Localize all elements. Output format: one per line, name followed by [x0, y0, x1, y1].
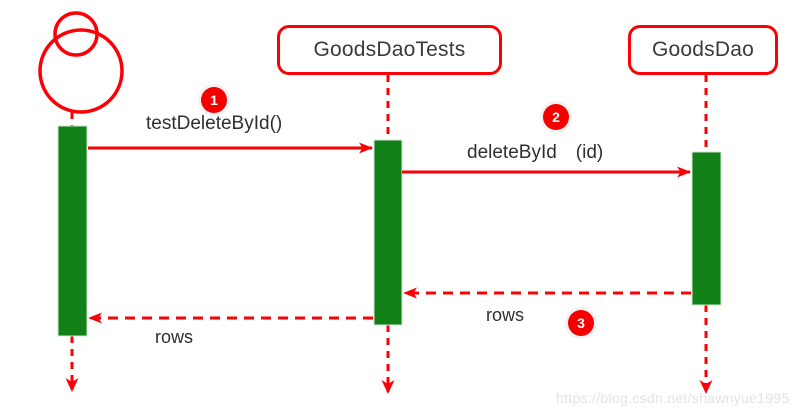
message-label-testdeletebyid: testDeleteById()	[146, 113, 283, 134]
participant-label-goodsdao: GoodsDao	[652, 38, 754, 61]
participant-label-goodsdaotests: GoodsDaoTests	[313, 38, 466, 61]
participant-box-goodsdaotests[interactable]: GoodsDaoTests	[277, 25, 502, 75]
step-badge-1: 1	[201, 87, 227, 113]
step-badge-3: 3	[568, 310, 594, 336]
return-label-rows-goodsdaotests: rows	[155, 327, 194, 347]
participant-box-goodsdao[interactable]: GoodsDao	[628, 25, 778, 75]
activation-bar-goodsdaotests	[373, 139, 403, 326]
watermark: https://blog.csdn.net/shawnyue1995	[556, 390, 790, 406]
activation-bar-goodsdao	[691, 151, 722, 306]
message-label-deletebyid: deleteById (id)	[467, 142, 604, 163]
step-badge-2: 2	[543, 104, 569, 130]
actor-icon	[38, 11, 124, 114]
return-label-rows-goodsdao: rows	[486, 305, 525, 325]
activation-bar-actor	[57, 125, 88, 337]
